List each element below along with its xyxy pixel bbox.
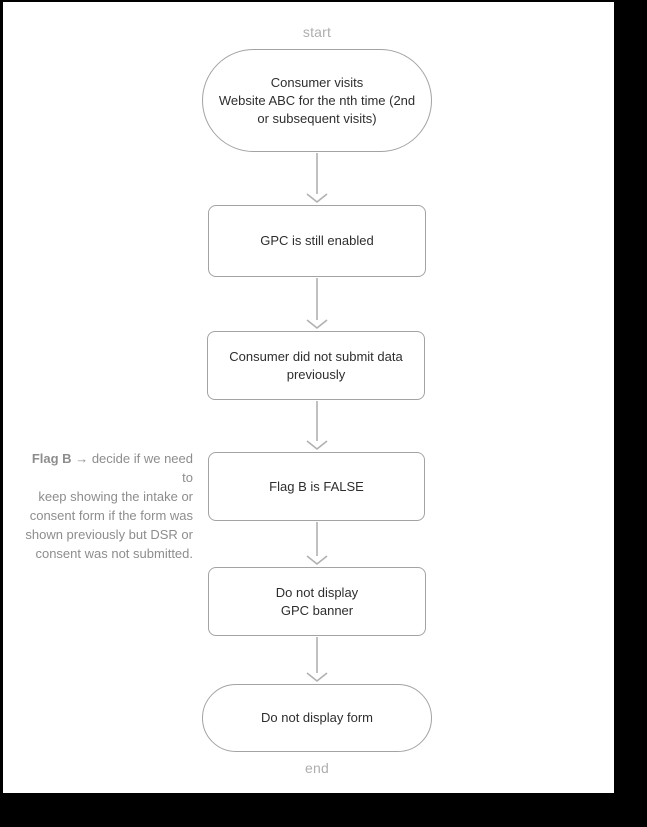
arrow-down-icon bbox=[306, 522, 328, 566]
diagram-canvas: start Consumer visits Website ABC for th… bbox=[3, 2, 614, 793]
node-text-line: Consumer did not submit data bbox=[229, 348, 403, 364]
annotation-line: consent form if the form was bbox=[29, 508, 193, 523]
node-flag-b-false: Flag B is FALSE bbox=[208, 452, 425, 521]
node-no-display-form: Do not display form bbox=[202, 684, 432, 752]
arrow-down-icon bbox=[306, 153, 328, 204]
node-no-data-submitted: Consumer did not submit data previously bbox=[207, 331, 425, 400]
annotation-line: Flag B → decide if we need to bbox=[31, 451, 193, 485]
start-label: start bbox=[302, 24, 332, 40]
node-text-line: or subsequent visits) bbox=[257, 110, 377, 126]
node-text-line: GPC is still enabled bbox=[260, 233, 374, 248]
annotation-line: consent was not submitted. bbox=[35, 546, 193, 561]
node-gpc-enabled: GPC is still enabled bbox=[208, 205, 426, 277]
annotation-line: keep showing the intake or bbox=[38, 489, 193, 504]
node-text-line: Consumer visits bbox=[270, 74, 364, 90]
arrow-down-icon bbox=[306, 401, 328, 451]
node-text-line: Do not display bbox=[275, 584, 359, 600]
node-text-line: Flag B is FALSE bbox=[269, 478, 364, 494]
arrow-down-icon bbox=[306, 637, 328, 683]
annotation-flag-b: Flag B → decide if we need to keep showi… bbox=[21, 449, 193, 563]
node-text-line: Website ABC for the nth time (2nd bbox=[218, 92, 416, 108]
node-text-line: GPC banner bbox=[280, 602, 354, 618]
arrow-down-icon bbox=[306, 278, 328, 330]
node-text-line: previously bbox=[286, 366, 346, 382]
annotation-bold-label: Flag B bbox=[31, 451, 72, 466]
annotation-line: shown previously but DSR or bbox=[25, 527, 193, 542]
annotation-arrow-glyph: → bbox=[75, 451, 89, 466]
node-no-gpc-banner: Do not display GPC banner bbox=[208, 567, 426, 636]
node-text-line: Do not display form bbox=[261, 710, 373, 725]
node-consumer-visits: Consumer visits Website ABC for the nth … bbox=[202, 49, 432, 152]
end-label: end bbox=[305, 760, 329, 776]
